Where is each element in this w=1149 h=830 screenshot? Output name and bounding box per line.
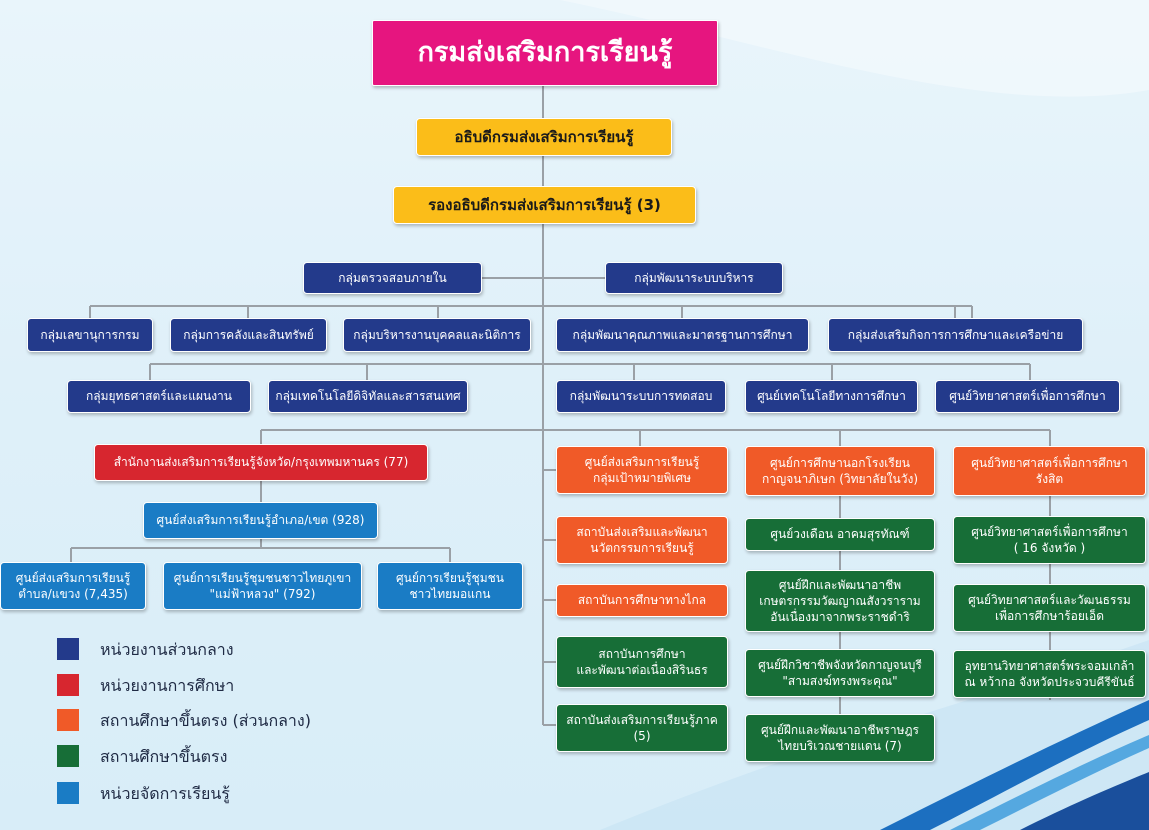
local-unit-moken: ศูนย์การเรียนรู้ชุมชน ชาวไทยมอแกน [377, 562, 523, 610]
legend-swatch-education [57, 674, 79, 696]
legend-label-direct-central: สถานศึกษาขึ้นตรง (ส่วนกลาง) [100, 711, 311, 730]
edu-tech-center: ศูนย์เทคโนโลยีทางการศึกษา [745, 380, 918, 413]
department-title: กรมส่งเสริมการเรียนรู้ [372, 20, 718, 86]
provincial-science-centers: ศูนย์วิทยาศาสตร์เพื่อการศึกษา ( 16 จังหว… [953, 516, 1146, 564]
roiet-science-center: ศูนย์วิทยาศาสตร์และวัฒนธรรม เพื่อการศึกษ… [953, 584, 1146, 632]
legend-label-central: หน่วยงานส่วนกลาง [100, 640, 234, 659]
legend-swatch-learning [57, 782, 79, 804]
legend-label-learning: หน่วยจัดการเรียนรู้ [100, 784, 230, 803]
distance-education-institute: สถาบันการศึกษาทางไกล [556, 584, 728, 617]
sirindhorn-institute: สถาบันการศึกษา และพัฒนาต่อเนื่องสิรินธร [556, 636, 728, 688]
group-quality-standards: กลุ่มพัฒนาคุณภาพและมาตรฐานการศึกษา [556, 318, 809, 352]
admin-development-group: กลุ่มพัฒนาระบบบริหาร [605, 262, 783, 294]
special-target-center: ศูนย์ส่งเสริมการเรียนรู้ กลุ่มเป้าหมายพิ… [556, 446, 728, 494]
deputy-director-box: รองอธิบดีกรมส่งเสริมการเรียนรู้ (3) [393, 186, 696, 224]
border-vocational-center: ศูนย์ฝึกและพัฒนาอาชีพราษฎร ไทยบริเวณชายแ… [745, 714, 935, 762]
provincial-office: สำนักงานส่งเสริมการเรียนรู้จังหวัด/กรุงเ… [94, 444, 428, 481]
local-unit-hilltribe: ศูนย์การเรียนรู้ชุมชนชาวไทยภูเขา "แม่ฟ้า… [163, 562, 362, 610]
agri-vocational-center: ศูนย์ฝึกและพัฒนาอาชีพ เกษตรกรรมวัฒญาณสัง… [745, 570, 935, 632]
regional-institutes: สถาบันส่งเสริมการเรียนรู้ภาค (5) [556, 704, 728, 752]
group-network: กลุ่มส่งเสริมกิจการการศึกษาและเครือข่าย [828, 318, 1083, 352]
group-secretary: กลุ่มเลขานุการกรม [27, 318, 153, 352]
internal-audit-group: กลุ่มตรวจสอบภายใน [303, 262, 482, 294]
legend-swatch-central [57, 638, 79, 660]
kanchanaburi-vocational-center: ศูนย์ฝึกวิชาชีพจังหวัดกาญจนบุรี "สามสงฆ์… [745, 649, 935, 697]
innovation-institute: สถาบันส่งเสริมและพัฒนา นวัตกรรมการเรียนร… [556, 516, 728, 564]
rangsit-science-center: ศูนย์วิทยาศาสตร์เพื่อการศึกษา รังสิต [953, 446, 1146, 496]
group-digital: กลุ่มเทคโนโลยีดิจิทัลและสารสนเทศ [268, 380, 468, 413]
legend-swatch-direct-central [57, 709, 79, 731]
science-center: ศูนย์วิทยาศาสตร์เพื่อการศึกษา [935, 380, 1120, 413]
director-box: อธิบดีกรมส่งเสริมการเรียนรู้ [416, 118, 672, 156]
wongduean-center: ศูนย์วงเดือน อาคมสุรทัณฑ์ [745, 518, 935, 551]
legend-label-direct: สถานศึกษาขึ้นตรง [100, 747, 228, 766]
group-personnel: กลุ่มบริหารงานบุคคลและนิติการ [343, 318, 531, 352]
local-unit-subdistrict: ศูนย์ส่งเสริมการเรียนรู้ ตำบล/แขวง (7,43… [0, 562, 146, 610]
kanchanaphisek-center: ศูนย์การศึกษานอกโรงเรียน กาญจนาภิเษก (วิ… [745, 446, 935, 496]
group-finance: กลุ่มการคลังและสินทรัพย์ [170, 318, 327, 352]
district-center: ศูนย์ส่งเสริมการเรียนรู้อำเภอ/เขต (928) [143, 502, 378, 539]
legend-swatch-direct [57, 745, 79, 767]
group-strategy: กลุ่มยุทธศาสตร์และแผนงาน [67, 380, 251, 413]
wakor-science-park: อุทยานวิทยาศาสตร์พระจอมเกล้า ณ หว้ากอ จั… [953, 650, 1146, 698]
group-testing: กลุ่มพัฒนาระบบการทดสอบ [556, 380, 726, 413]
legend-label-education: หน่วยงานการศึกษา [100, 676, 235, 695]
